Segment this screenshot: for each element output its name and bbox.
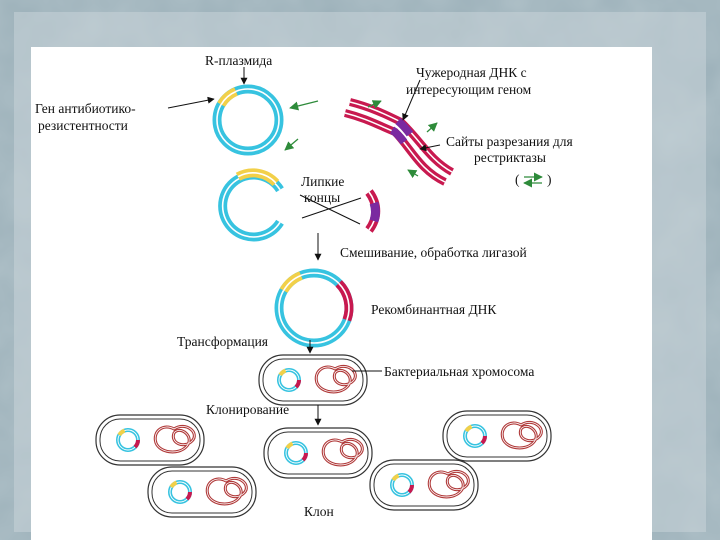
recombinant-dna-label: Рекомбинантная ДНК bbox=[371, 302, 497, 317]
green-arrow-icon bbox=[426, 122, 438, 133]
resistance-gene-pointer bbox=[167, 96, 215, 109]
foreign-dna-pointer bbox=[402, 79, 421, 121]
clone-label: Клон bbox=[304, 504, 334, 519]
sticky-ends-label-line2: концы bbox=[304, 190, 340, 205]
green-arrow-icon bbox=[284, 138, 299, 151]
foreign-dna-label-line1: Чужеродная ДНК с bbox=[416, 65, 527, 80]
cut-sites-legend-close: ) bbox=[547, 172, 552, 187]
cut-sites-legend-open: ( bbox=[515, 172, 520, 187]
bacterium-clone bbox=[442, 410, 552, 462]
r-plasmid-label: R-плазмида bbox=[205, 53, 272, 68]
green-arrow-icon bbox=[407, 169, 419, 179]
genetic-engineering-diagram: R-плазмида Ген антибиотико- резистентнос… bbox=[35, 53, 573, 519]
recombinant-dna bbox=[274, 268, 354, 348]
foreign-dna-fragment bbox=[365, 189, 381, 233]
bacterium-clone bbox=[369, 459, 479, 511]
bacterium-clone bbox=[147, 466, 257, 518]
sticky-end-pointer bbox=[301, 197, 362, 219]
transformation-label: Трансформация bbox=[177, 334, 268, 349]
sticky-end-pointer bbox=[299, 194, 361, 225]
bacterium-clone bbox=[95, 414, 205, 466]
cut-plasmid bbox=[218, 168, 284, 242]
green-arrow-icon bbox=[289, 100, 319, 111]
cut-site-pointer bbox=[419, 144, 441, 152]
bacterium-clone bbox=[263, 427, 373, 479]
bacterial-chromosome-label: Бактериальная хромосома bbox=[384, 364, 534, 379]
r-plasmid bbox=[212, 84, 284, 156]
foreign-dna bbox=[344, 98, 455, 186]
foreign-dna-label-line2: интересующим геном bbox=[406, 82, 532, 97]
cut-sites-label-line2: рестриктазы bbox=[474, 150, 546, 165]
green-arrow-icon bbox=[367, 100, 382, 109]
diagram-panel: R-плазмида Ген антибиотико- резистентнос… bbox=[31, 47, 652, 540]
cut-sites-label-line1: Сайты разрезания для bbox=[446, 134, 573, 149]
sticky-ends-label-line1: Липкие bbox=[301, 174, 344, 189]
cloning-label: Клонирование bbox=[206, 402, 289, 417]
mixing-label: Смешивание, обработка лигазой bbox=[340, 245, 527, 260]
antibiotic-gene-label-line1: Ген антибиотико- bbox=[35, 101, 136, 116]
transformed-bacterium bbox=[258, 354, 368, 406]
antibiotic-gene-label-line2: резистентности bbox=[38, 118, 128, 133]
